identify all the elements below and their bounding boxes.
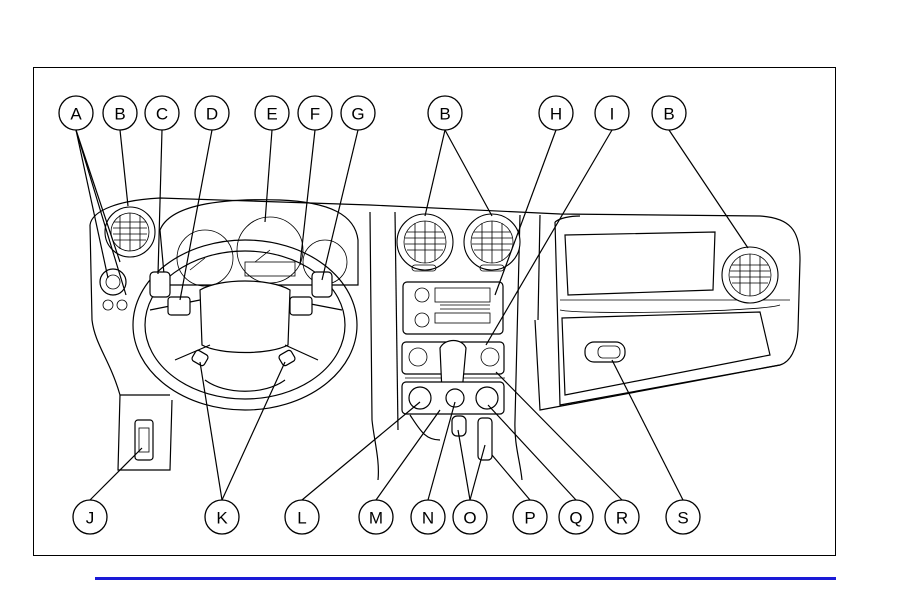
callout-M: M (359, 500, 393, 534)
callout-N: N (411, 500, 445, 534)
callout-label: H (550, 105, 562, 124)
lower-console (402, 382, 504, 460)
callout-H: H (539, 96, 573, 130)
callout-D: D (195, 96, 229, 130)
callout-F: F (298, 96, 332, 130)
callout-label: J (86, 509, 95, 528)
callout-label: N (422, 509, 434, 528)
callout-C: C (145, 96, 179, 130)
callout-label: I (610, 105, 615, 124)
callout-label: B (114, 105, 125, 124)
callout-label: Q (569, 509, 582, 528)
callout-R: R (605, 500, 639, 534)
callout-P: P (513, 500, 547, 534)
callout-label: B (663, 105, 674, 124)
callout-label: R (616, 509, 628, 528)
callout-L: L (285, 500, 319, 534)
callout-B-left: B (103, 96, 137, 130)
callout-S: S (666, 500, 700, 534)
callout-label: C (156, 105, 168, 124)
callout-B-center: B (428, 96, 462, 130)
callout-label: M (369, 509, 383, 528)
callout-label: P (524, 509, 535, 528)
callout-B-right: B (652, 96, 686, 130)
callout-label: L (297, 509, 306, 528)
callout-label: K (216, 509, 228, 528)
callout-label: E (266, 105, 277, 124)
callout-A-top: A (59, 96, 93, 130)
callout-E: E (255, 96, 289, 130)
callout-Q: Q (559, 500, 593, 534)
callout-O: O (453, 500, 487, 534)
callout-label: F (310, 105, 320, 124)
glove-box (562, 312, 770, 395)
callout-label: D (206, 105, 218, 124)
callout-label: G (351, 105, 364, 124)
callout-I: I (595, 96, 629, 130)
air-vent-center-right (464, 214, 520, 271)
callout-label: A (70, 105, 82, 124)
air-vent-center-left (397, 214, 453, 271)
radio-unit (403, 282, 503, 334)
callout-K: K (205, 500, 239, 534)
callout-label: S (677, 509, 688, 528)
callout-G: G (341, 96, 375, 130)
air-vent-right (722, 247, 778, 303)
callout-label: O (463, 509, 476, 528)
callout-J: J (73, 500, 107, 534)
callout-label: B (439, 105, 450, 124)
